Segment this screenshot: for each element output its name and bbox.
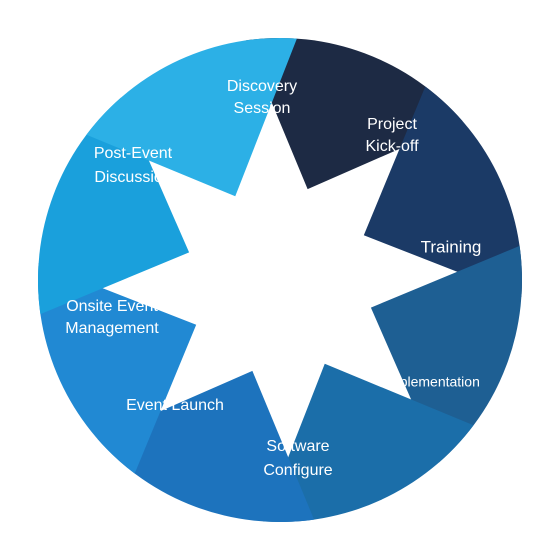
cycle-segment-label-line: Implementation xyxy=(384,374,480,390)
cycle-segment-label-line: Software xyxy=(266,438,329,455)
cycle-segment-label-line: Management xyxy=(65,320,159,337)
cycle-segment-4 xyxy=(263,363,474,522)
cycle-segment-label-line: Project xyxy=(367,116,417,133)
cycle-segment-5 xyxy=(97,370,315,523)
cycle-segment-6 xyxy=(38,263,197,474)
cycle-segment-label-4: Implementation xyxy=(384,374,480,390)
cycle-segment-label-line: Training xyxy=(421,237,482,256)
cycle-segment-label-3: Training xyxy=(421,237,482,256)
cycle-segment-3 xyxy=(370,245,523,463)
cycle-segment-label-line: Event Launch xyxy=(126,397,224,414)
cycle-segment-label-line: Configure xyxy=(263,462,332,479)
cycle-segment-label-line: Discovery xyxy=(227,78,297,95)
cycle-segment-label-line: Discussion xyxy=(94,169,171,186)
cycle-segment-label-line: Post-Event xyxy=(94,145,173,162)
cycle-segment-label-line: Session xyxy=(234,100,291,117)
cycle-segment-label-line: Onsite Event xyxy=(66,298,158,315)
cycle-segment-7 xyxy=(37,97,190,315)
cycle-segment-1 xyxy=(245,37,463,190)
cycle-segment-label-line: Kick-off xyxy=(365,138,419,155)
cycle-segment-2 xyxy=(363,86,522,297)
cycle-segment-label-6: Event Launch xyxy=(126,397,224,414)
cycle-segment-8 xyxy=(86,38,297,197)
